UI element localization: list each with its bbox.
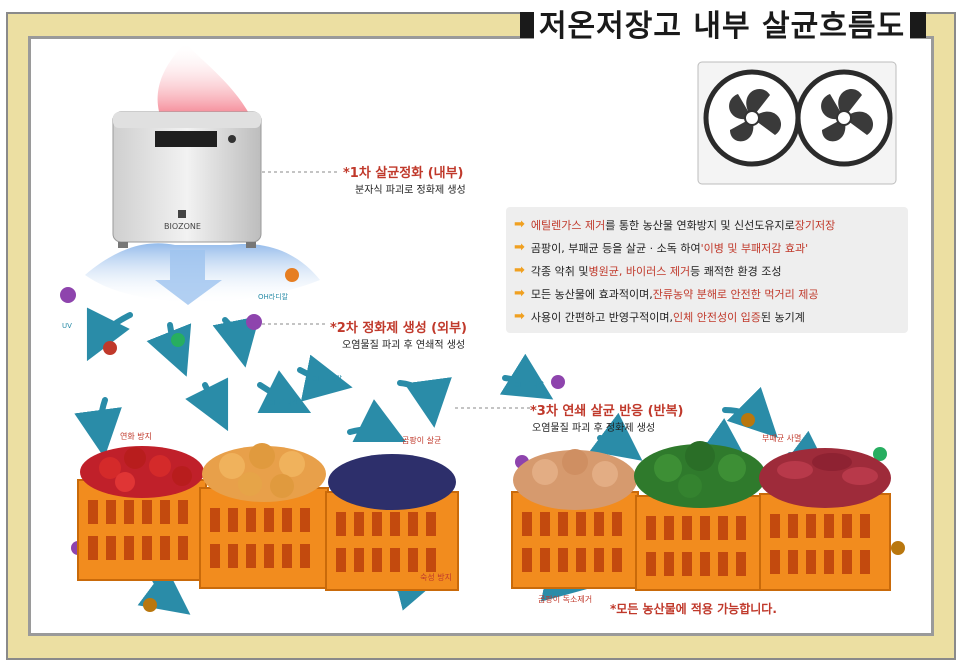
- arrow-label-uv: UV: [62, 322, 72, 330]
- arrow-right-icon: ➡: [514, 286, 525, 301]
- title-decoration-left: [520, 12, 534, 38]
- stage-2-subtitle: 오염물질 파괴 후 연쇄적 생성: [342, 340, 466, 351]
- benefit-highlight-2: 인체 안전성이 입증: [672, 310, 761, 324]
- benefit-highlight-2: 장기저장: [794, 218, 836, 232]
- stage-3-subtitle: 오염물질 파괴 후 정화제 생성: [532, 423, 656, 434]
- benefit-text-2: 된 농기계: [760, 310, 805, 324]
- arrow-right-icon: ➡: [514, 240, 525, 255]
- device-brand: BIOZONE: [164, 222, 201, 231]
- benefit-highlight: 에틸렌가스 제거: [530, 218, 606, 232]
- cooling-unit: [697, 61, 897, 185]
- crate-onions: [511, 449, 639, 589]
- benefit-item: ➡ 곰팡이, 부패균 등을 살균 · 소독 하여 '이병 및 부패저감 효과': [514, 236, 900, 259]
- benefit-text: 사용이 간편하고 반영구적이며,: [530, 310, 673, 324]
- page-title: 저온저장고 내부 살균흐름도: [538, 9, 906, 44]
- arrow-label-oh-2: OH라디칼: [312, 375, 343, 383]
- arrow-right-icon: ➡: [514, 263, 525, 278]
- heat-plume: [157, 42, 250, 115]
- benefit-text-2: 등 쾌적한 환경 조성: [690, 264, 782, 278]
- benefit-text: 곰팡이, 부패균 등을 살균 · 소독 하여: [530, 241, 701, 255]
- effect-toxin: 곰팡이 독소제거: [538, 595, 593, 604]
- crate-apples: [77, 446, 207, 581]
- sterilizer-device: [112, 111, 262, 248]
- arrow-label-oh-3: OH라디칼: [268, 399, 299, 407]
- benefit-text: 모든 농산물에 효과적이며,: [530, 287, 653, 301]
- effect-ripen: 숙성 방지: [420, 573, 452, 582]
- benefit-highlight-2: 잔류농약 분해로 안전한 먹거리 제공: [652, 287, 819, 301]
- stage-2-title: *2차 정화제 생성 (외부): [330, 321, 467, 336]
- crate-pears: [199, 443, 329, 589]
- stage-3-title: *3차 연쇄 살균 반응 (반복): [530, 404, 684, 419]
- crate-sweet-potatoes: [759, 448, 891, 591]
- effect-decay: 부패균 사멸: [762, 434, 802, 443]
- effect-soften: 연화 방지: [120, 432, 152, 441]
- crate-blueberries: [325, 454, 459, 591]
- benefit-text: 각종 악취 및: [530, 264, 589, 278]
- stage-1-subtitle: 분자식 파괴로 정화제 생성: [355, 185, 466, 196]
- benefit-item: ➡ 모든 농산물에 효과적이며, 잔류농약 분해로 안전한 먹거리 제공: [514, 282, 900, 305]
- benefit-text: 를 통한 농산물 연화방지 및 신선도유지로: [605, 218, 795, 232]
- crate-broccoli: [634, 441, 766, 591]
- benefit-item: ➡ 각종 악취 및 병원균, 바이러스 제거 등 쾌적한 환경 조성: [514, 259, 900, 282]
- benefits-panel: ➡ 에틸렌가스 제거 를 통한 농산물 연화방지 및 신선도유지로 장기저장 ➡…: [506, 207, 908, 333]
- title-box: 저온저장고 내부 살균흐름도: [534, 0, 910, 46]
- arrow-right-icon: ➡: [514, 309, 525, 324]
- benefit-highlight-2: 병원균, 바이러스 제거: [588, 264, 691, 278]
- arrow-label-oh-4: OH라디칼: [514, 381, 545, 389]
- arrow-label-oh-1: OH라디칼: [258, 293, 289, 301]
- effect-mold: 곰팡이 살균: [402, 436, 442, 445]
- germ-icons: [60, 268, 905, 612]
- cold-air-arrow: [155, 250, 222, 305]
- arrow-right-icon: ➡: [514, 217, 525, 232]
- stage-1-title: *1차 살균정화 (내부): [343, 166, 464, 181]
- benefit-item: ➡ 사용이 간편하고 반영구적이며, 인체 안전성이 입증 된 농기계: [514, 305, 900, 328]
- benefit-highlight-2: '이병 및 부패저감 효과': [700, 241, 809, 255]
- applicability-note: *모든 농산물에 적용 가능합니다.: [610, 602, 777, 616]
- benefit-item: ➡ 에틸렌가스 제거 를 통한 농산물 연화방지 및 신선도유지로 장기저장: [514, 213, 900, 236]
